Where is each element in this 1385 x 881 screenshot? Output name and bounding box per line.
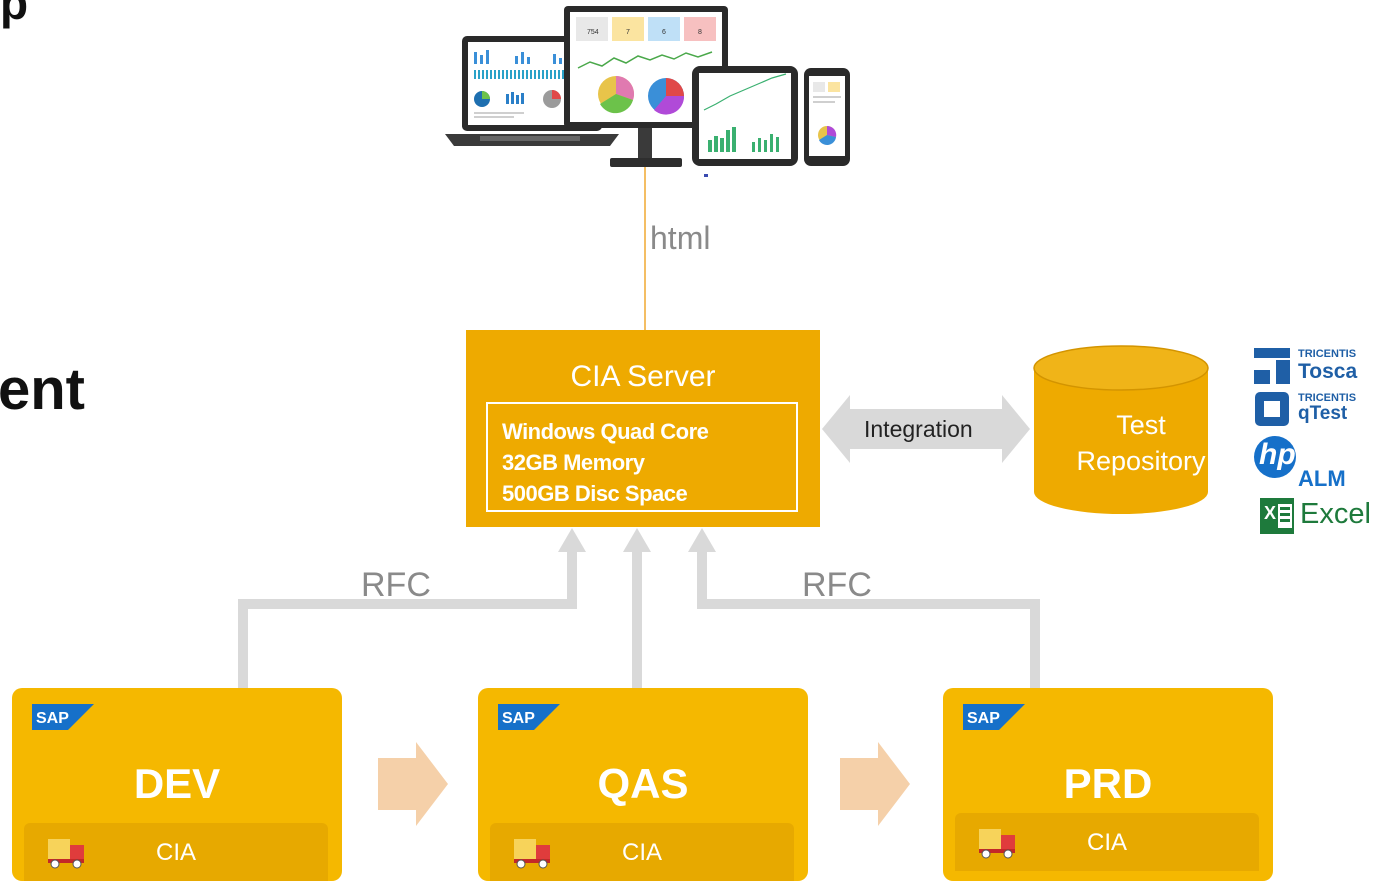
cia-component-bar: CIA [24,823,328,881]
truck-icon [514,839,550,869]
rfc-label-right: RFC [802,566,872,604]
svg-text:SAP: SAP [36,710,69,727]
heading-fragment-mid: ent [0,357,85,422]
system-dev: SAP DEV CIA [12,688,342,881]
sap-logo-icon: SAP [32,704,94,730]
cia-label: CIA [155,839,196,866]
excel-grid-icon [1278,504,1292,528]
cia-server-box: CIA Server Windows Quad Core 32GB Memory… [466,330,820,527]
tosca-brand: TRICENTIS [1298,348,1357,360]
tool-logos: TRICENTIS Tosca TRICENTIS qTest hp ALM X… [1252,346,1382,541]
svg-text:SAP: SAP [967,710,1000,727]
system-prd: SAP PRD CIA [943,688,1273,881]
kpi-tile-2: 7 [626,29,630,36]
tosca-logo-icon [1254,348,1290,384]
integration-label: Integration [864,416,973,442]
kpi-tile-1: 754 [587,29,599,36]
heading-fragment-top: p [0,0,29,29]
html-label: html [650,220,711,256]
sap-logo-icon: SAP [963,704,1025,730]
alm-name: ALM [1298,466,1346,491]
system-name: DEV [133,760,221,807]
hp-logo-icon [1254,436,1296,478]
rfc-arrowheads [558,528,716,552]
spec-memory: 32GB Memory [502,450,645,475]
repository-line-1: Test [1116,410,1166,440]
cia-server-title: CIA Server [570,360,716,393]
cia-component-bar: CIA [490,823,794,881]
repository-line-2: Repository [1076,446,1206,476]
integration-double-arrow [822,395,1030,463]
server-spec-box: Windows Quad Core 32GB Memory 500GB Disc… [486,402,798,512]
cia-component-bar: CIA [955,813,1259,871]
transport-arrow-dev-qas [378,742,448,826]
tosca-name: Tosca [1298,360,1358,383]
truck-icon [979,829,1015,859]
devices-illustration: 754 7 6 8 [445,6,850,177]
tablet-icon [692,66,798,166]
system-name: QAS [597,760,689,807]
kpi-tile-4: 8 [698,29,702,36]
qtest-logo-icon [1255,392,1289,426]
test-repository-cylinder [1033,345,1209,514]
sap-logo-icon: SAP [498,704,560,730]
cia-label: CIA [1086,829,1127,856]
qtest-name: qTest [1298,403,1348,424]
spec-disk: 500GB Disc Space [502,481,688,506]
transport-arrow-qas-prd [840,742,910,826]
excel-name: Excel [1300,498,1371,530]
cia-label: CIA [621,839,662,866]
system-qas: SAP QAS CIA [478,688,808,881]
hp-logo-text: hp [1259,438,1296,471]
truck-icon [48,839,84,869]
qtest-brand: TRICENTIS [1298,392,1357,404]
rfc-connectors [238,545,1040,688]
phone-icon [804,68,850,166]
excel-icon-letter: X [1264,503,1277,523]
svg-text:SAP: SAP [502,710,535,727]
rfc-label-left: RFC [361,566,431,604]
kpi-tile-3: 6 [662,29,666,36]
system-name: PRD [1063,760,1153,807]
spec-cpu: Windows Quad Core [502,419,709,444]
